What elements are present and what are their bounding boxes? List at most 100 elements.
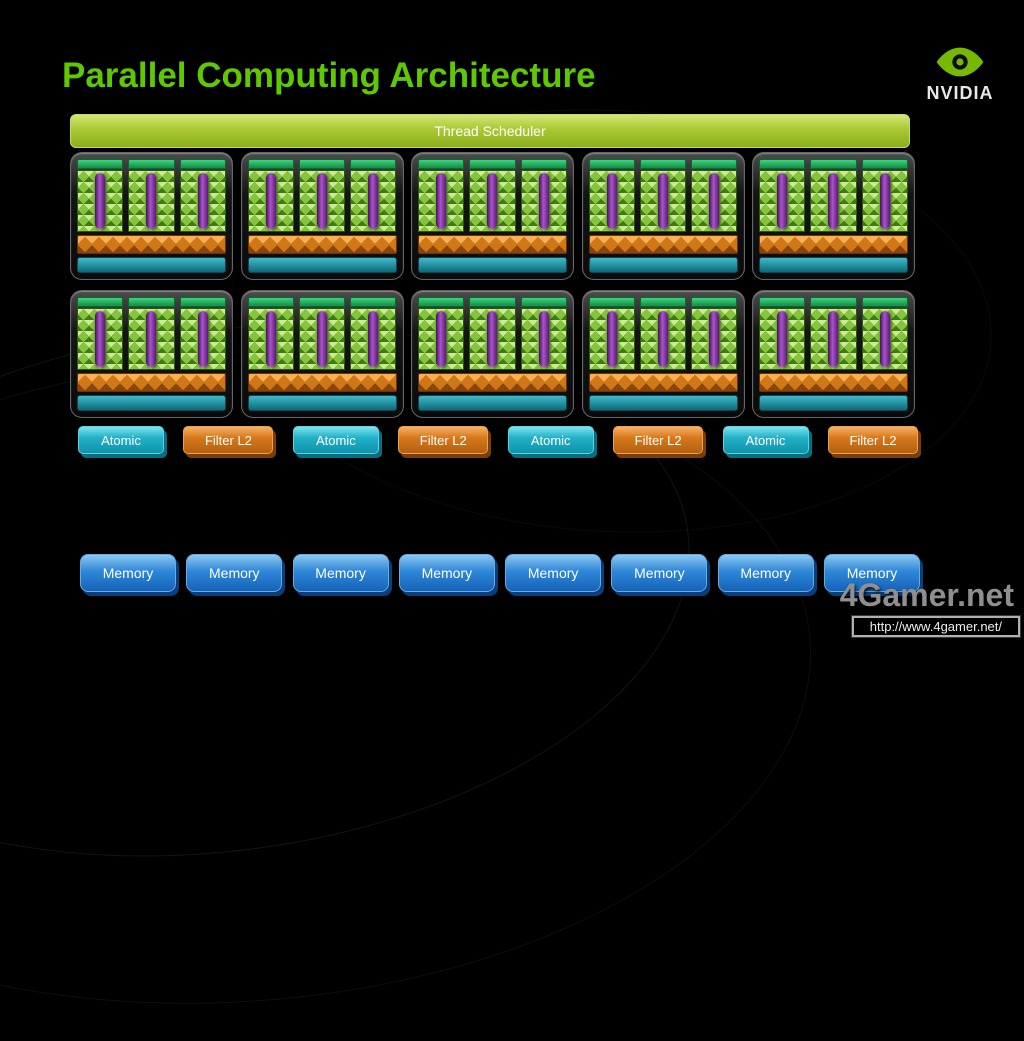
core-cap — [639, 159, 687, 169]
core-column — [418, 297, 465, 370]
cluster-row-2 — [70, 290, 915, 418]
core-column — [520, 159, 567, 232]
memory-block: Memory — [292, 554, 389, 592]
memory-block: Memory — [186, 554, 283, 592]
core-column — [588, 159, 635, 232]
core-columns — [759, 159, 908, 232]
core-cap — [520, 159, 567, 169]
core-array — [588, 170, 635, 232]
core-array — [639, 308, 687, 370]
core-array — [247, 308, 294, 370]
texture-units-strip — [418, 235, 567, 254]
memory-block: Memory — [823, 554, 920, 592]
core-cap — [588, 159, 635, 169]
core-array — [128, 308, 175, 370]
register-bar — [879, 172, 890, 230]
core-column — [179, 297, 226, 370]
core-column — [639, 297, 687, 370]
nvidia-logo-text: NVIDIA — [926, 83, 994, 103]
core-cap — [469, 297, 516, 307]
texture-units-strip — [247, 235, 397, 254]
core-column — [691, 159, 738, 232]
texture-units-strip — [247, 373, 397, 392]
nvidia-logo: NVIDIA — [912, 44, 1008, 104]
core-array — [179, 170, 226, 232]
texture-units-strip — [77, 373, 226, 392]
core-array — [350, 308, 397, 370]
texture-units-strip — [759, 373, 908, 392]
core-array — [520, 170, 567, 232]
register-bar — [487, 310, 498, 368]
register-bar — [487, 172, 498, 230]
core-columns — [77, 159, 226, 232]
register-bar — [95, 172, 106, 230]
memory-block: Memory — [80, 554, 176, 592]
cache-bar — [588, 395, 738, 411]
register-bar — [777, 310, 788, 368]
core-array — [298, 170, 346, 232]
register-bar — [777, 172, 788, 230]
register-bar — [197, 310, 208, 368]
register-bar — [368, 172, 379, 230]
core-column — [350, 159, 397, 232]
core-cap — [350, 159, 397, 169]
core-array — [469, 308, 516, 370]
thread-scheduler-bar: Thread Scheduler — [70, 114, 910, 148]
core-column — [691, 297, 738, 370]
core-array — [588, 308, 635, 370]
core-columns — [418, 297, 567, 370]
processor-cluster — [70, 290, 233, 418]
core-cap — [298, 159, 346, 169]
core-array — [861, 170, 908, 232]
register-bar — [265, 172, 276, 230]
core-cap — [128, 159, 175, 169]
core-cap — [691, 159, 738, 169]
atomic-block: Atomic — [722, 426, 809, 454]
register-bar — [709, 172, 720, 230]
nvidia-eye-icon — [933, 47, 987, 84]
core-array — [639, 170, 687, 232]
register-bar — [146, 310, 157, 368]
core-array — [759, 308, 806, 370]
core-cap — [810, 297, 857, 307]
core-cap — [247, 297, 294, 307]
cache-bar — [418, 395, 567, 411]
core-column — [298, 159, 346, 232]
core-column — [350, 297, 397, 370]
core-array — [759, 170, 806, 232]
texture-units-strip — [418, 373, 567, 392]
core-cap — [298, 297, 346, 307]
cache-bar — [247, 257, 397, 273]
cache-bar — [759, 395, 908, 411]
core-column — [588, 297, 635, 370]
watermark-site: 4Gamer.net — [839, 577, 1014, 613]
core-column — [128, 159, 175, 232]
core-column — [128, 297, 175, 370]
memory-block: Memory — [505, 554, 602, 592]
core-column — [861, 159, 908, 232]
core-columns — [247, 297, 397, 370]
register-bar — [436, 310, 447, 368]
core-cap — [759, 297, 806, 307]
register-bar — [265, 310, 276, 368]
cache-bar — [247, 395, 397, 411]
texture-units-strip — [588, 235, 738, 254]
memory-block: Memory — [611, 554, 708, 592]
core-column — [247, 159, 294, 232]
core-cap — [418, 297, 465, 307]
atomic-filter-row: Atomic Filter L2 Atomic Filter L2 Atomic… — [78, 426, 918, 454]
core-array — [810, 308, 857, 370]
core-column — [298, 297, 346, 370]
register-bar — [538, 172, 549, 230]
core-array — [691, 170, 738, 232]
core-array — [298, 308, 346, 370]
cache-bar — [588, 257, 738, 273]
core-array — [520, 308, 567, 370]
core-cap — [247, 159, 294, 169]
core-columns — [418, 159, 567, 232]
processor-cluster — [752, 290, 915, 418]
core-column — [759, 159, 806, 232]
core-cap — [179, 297, 226, 307]
core-array — [861, 308, 908, 370]
core-cap — [418, 159, 465, 169]
